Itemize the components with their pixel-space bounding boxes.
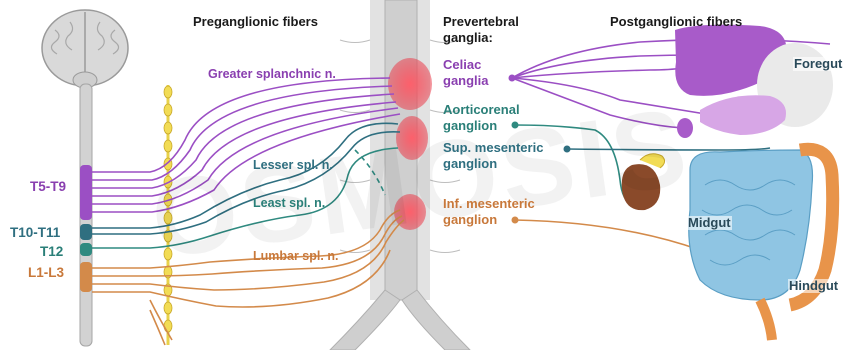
prevertebral-header-line1: Prevertebral [443, 15, 519, 29]
segment-l1-l3-bar [80, 262, 92, 292]
hindgut-label: Hindgut [788, 279, 839, 293]
segment-t12-bar [80, 243, 92, 256]
segment-t12-label: T12 [40, 245, 63, 260]
brain-icon [42, 10, 128, 88]
aorticorenal-label-line2: ganglion [443, 119, 497, 133]
preganglionic-header: Preganglionic fibers [193, 15, 318, 29]
celiac-ganglia-label-line2: ganglia [443, 74, 489, 88]
celiac-fiber-node [509, 75, 516, 82]
inf-mesenteric-label-line2: ganglion [443, 213, 497, 227]
segment-t10-t11-label: T10-T11 [10, 226, 60, 241]
aorticorenal-label-line1: Aorticorenal [443, 103, 520, 117]
segment-t10-t11-bar [80, 224, 92, 240]
segment-t5-t9-bar [80, 165, 92, 220]
segment-l1-l3-label: L1-L3 [28, 266, 64, 281]
midgut-label: Midgut [687, 216, 732, 230]
segment-t5-t9-label: T5-T9 [30, 180, 66, 195]
sup-mesenteric-label-line1: Sup. mesenteric [443, 141, 543, 155]
postganglionic-header: Postganglionic fibers [610, 15, 742, 29]
lesser-splanchnic-label: Lesser spl. n. [253, 159, 333, 173]
celiac-ganglia-label-line1: Celiac [443, 58, 481, 72]
least-splanchnic-label: Least spl. n. [253, 197, 325, 211]
greater-splanchnic-label: Greater splanchnic n. [208, 68, 336, 82]
prevertebral-header-line2: ganglia: [443, 31, 493, 45]
pancreas-icon [700, 95, 786, 135]
lumbar-splanchnic-label: Lumbar spl. n. [253, 250, 338, 264]
foregut-label: Foregut [793, 57, 843, 71]
inf-mesenteric-label-line1: Inf. mesenteric [443, 197, 535, 211]
sup-mesenteric-label-line2: ganglion [443, 157, 497, 171]
